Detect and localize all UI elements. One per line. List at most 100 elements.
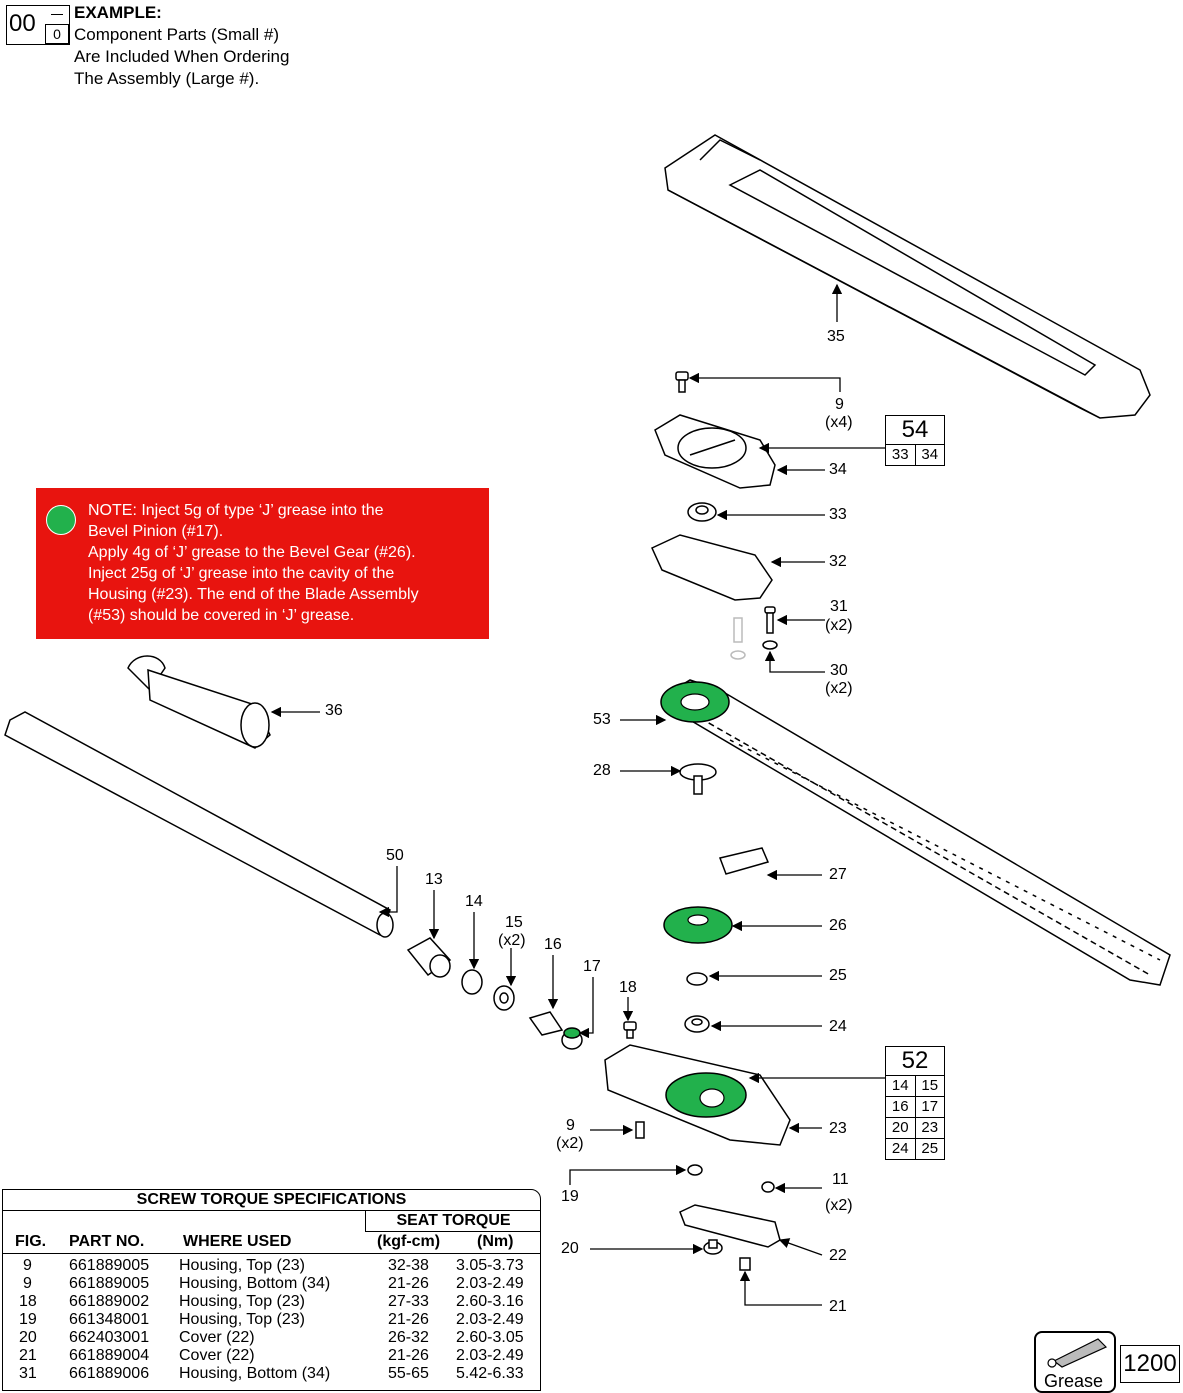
bearing-33-part	[687, 502, 717, 522]
blade-assembly-part	[663, 679, 1171, 986]
blade-cover-part	[664, 134, 1151, 419]
callout-9-top-qty: (x4)	[825, 414, 853, 431]
callout-9-bottom: 9	[566, 1117, 575, 1134]
screw-31-part	[762, 606, 778, 650]
cell-nm: 2.60-3.05	[456, 1329, 524, 1346]
drive-tube-part	[4, 711, 394, 938]
callout-30: 30	[830, 662, 848, 679]
assembly-52-part: 17	[915, 1097, 944, 1118]
callout-32: 32	[829, 553, 847, 570]
assembly-52-part: 24	[886, 1139, 916, 1159]
screw-31-ghost-part	[730, 617, 746, 660]
cell-part-no: 661889002	[69, 1293, 150, 1310]
leader-17	[578, 977, 594, 1039]
bearing-15-part	[493, 985, 515, 1011]
note-line-1: NOTE: Inject 5g of type ‘J’ grease into …	[88, 502, 384, 519]
callout-23: 23	[829, 1120, 847, 1137]
spacer-27-part	[718, 847, 770, 875]
assembly-52-part: 16	[886, 1097, 916, 1118]
cell-fig: 18	[19, 1293, 37, 1310]
snap-ring-14-part	[461, 969, 483, 995]
cell-where-used: Housing, Top (23)	[179, 1257, 305, 1274]
leader-50	[378, 866, 398, 918]
cell-where-used: Cover (22)	[179, 1329, 255, 1346]
grease-label: Grease	[1044, 1371, 1104, 1391]
cell-part-no: 661889006	[69, 1365, 150, 1382]
note-line-3: Apply 4g of ‘J’ grease to the Bevel Gear…	[88, 544, 416, 561]
bearing-24-part	[684, 1015, 710, 1033]
cell-where-used: Cover (22)	[179, 1347, 255, 1364]
torque-spec-table: SCREW TORQUE SPECIFICATIONS SEAT TORQUE …	[2, 1189, 541, 1391]
cell-nm: 2.03-2.49	[456, 1347, 524, 1364]
cell-where-used: Housing, Bottom (34)	[179, 1365, 331, 1382]
col-header-nm: (Nm)	[477, 1233, 514, 1250]
cell-nm: 2.60-3.16	[456, 1293, 524, 1310]
screw-18-part	[623, 1021, 637, 1039]
example-assembly-number: 00	[9, 10, 36, 37]
callout-27: 27	[829, 866, 847, 883]
callout-9-top: 9	[835, 396, 844, 413]
example-line-2: Are Included When Ordering	[74, 47, 290, 66]
cover-22-part	[679, 1204, 781, 1248]
cell-fig: 31	[19, 1365, 37, 1382]
note-line-2: Bevel Pinion (#17).	[88, 523, 224, 540]
cell-fig: 9	[23, 1275, 32, 1292]
callout-15-qty: (x2)	[498, 932, 526, 949]
cell-part-no: 661889005	[69, 1275, 150, 1292]
cell-part-no: 661889005	[69, 1257, 150, 1274]
screw-9-top-part	[675, 371, 689, 393]
callout-18: 18	[619, 979, 637, 996]
example-assembly-box: 00 0	[6, 5, 70, 45]
snap-ring-25-part	[686, 972, 708, 986]
torque-table-title: SCREW TORQUE SPECIFICATIONS	[3, 1190, 540, 1211]
cell-kgf-cm: 21-26	[388, 1347, 429, 1364]
assembly-54-part: 34	[921, 446, 939, 463]
screw-21-part	[739, 1257, 751, 1271]
cell-part-no: 661348001	[69, 1311, 150, 1328]
assembly-52-part: 20	[886, 1118, 916, 1139]
assembly-52-part: 25	[921, 1140, 939, 1157]
cell-fig: 21	[19, 1347, 37, 1364]
callout-30-qty: (x2)	[825, 680, 853, 697]
callout-25: 25	[829, 967, 847, 984]
callout-19: 19	[561, 1188, 579, 1205]
leader-19	[569, 1164, 687, 1185]
cell-where-used: Housing, Top (23)	[179, 1311, 305, 1328]
cell-kgf-cm: 55-65	[388, 1365, 429, 1382]
handle-grip-part	[127, 655, 271, 749]
assembly-52-number: 52	[886, 1047, 944, 1076]
leader-21	[739, 1270, 822, 1306]
callout-21: 21	[829, 1298, 847, 1315]
cell-nm: 5.42-6.33	[456, 1365, 524, 1382]
callout-13: 13	[425, 871, 443, 888]
note-line-5: Housing (#23). The end of the Blade Asse…	[88, 586, 419, 603]
nut-11-part	[761, 1181, 775, 1193]
callout-22: 22	[829, 1247, 847, 1264]
assembly-52-part: 15	[915, 1076, 944, 1097]
cell-where-used: Housing, Bottom (34)	[179, 1275, 331, 1292]
callout-24: 24	[829, 1018, 847, 1035]
cell-kgf-cm: 27-33	[388, 1293, 429, 1310]
example-dash	[51, 14, 63, 15]
callout-35: 35	[827, 328, 845, 345]
gasket-part	[651, 534, 773, 601]
grease-tube-icon	[1047, 1338, 1108, 1368]
table-divider	[3, 1253, 540, 1254]
cell-nm: 2.03-2.49	[456, 1311, 524, 1328]
callout-53: 53	[593, 711, 611, 728]
bushing-13-part	[406, 937, 452, 978]
callout-36: 36	[325, 702, 343, 719]
callout-26: 26	[829, 917, 847, 934]
cell-part-no: 661889004	[69, 1347, 150, 1364]
callout-31: 31	[830, 598, 848, 615]
col-header-part-no: PART NO.	[69, 1233, 145, 1250]
callout-14: 14	[465, 893, 483, 910]
screw-9-bottom-part	[635, 1121, 645, 1139]
grease-dot-icon	[46, 505, 76, 535]
grease-badge: Grease	[1034, 1331, 1116, 1393]
callout-17: 17	[583, 958, 601, 975]
cell-kgf-cm: 21-26	[388, 1311, 429, 1328]
grease-note-text: NOTE: Inject 5g of type ‘J’ grease into …	[88, 500, 419, 626]
col-header-kgf-cm: (kgf-cm)	[377, 1233, 441, 1250]
callout-15: 15	[505, 914, 523, 931]
